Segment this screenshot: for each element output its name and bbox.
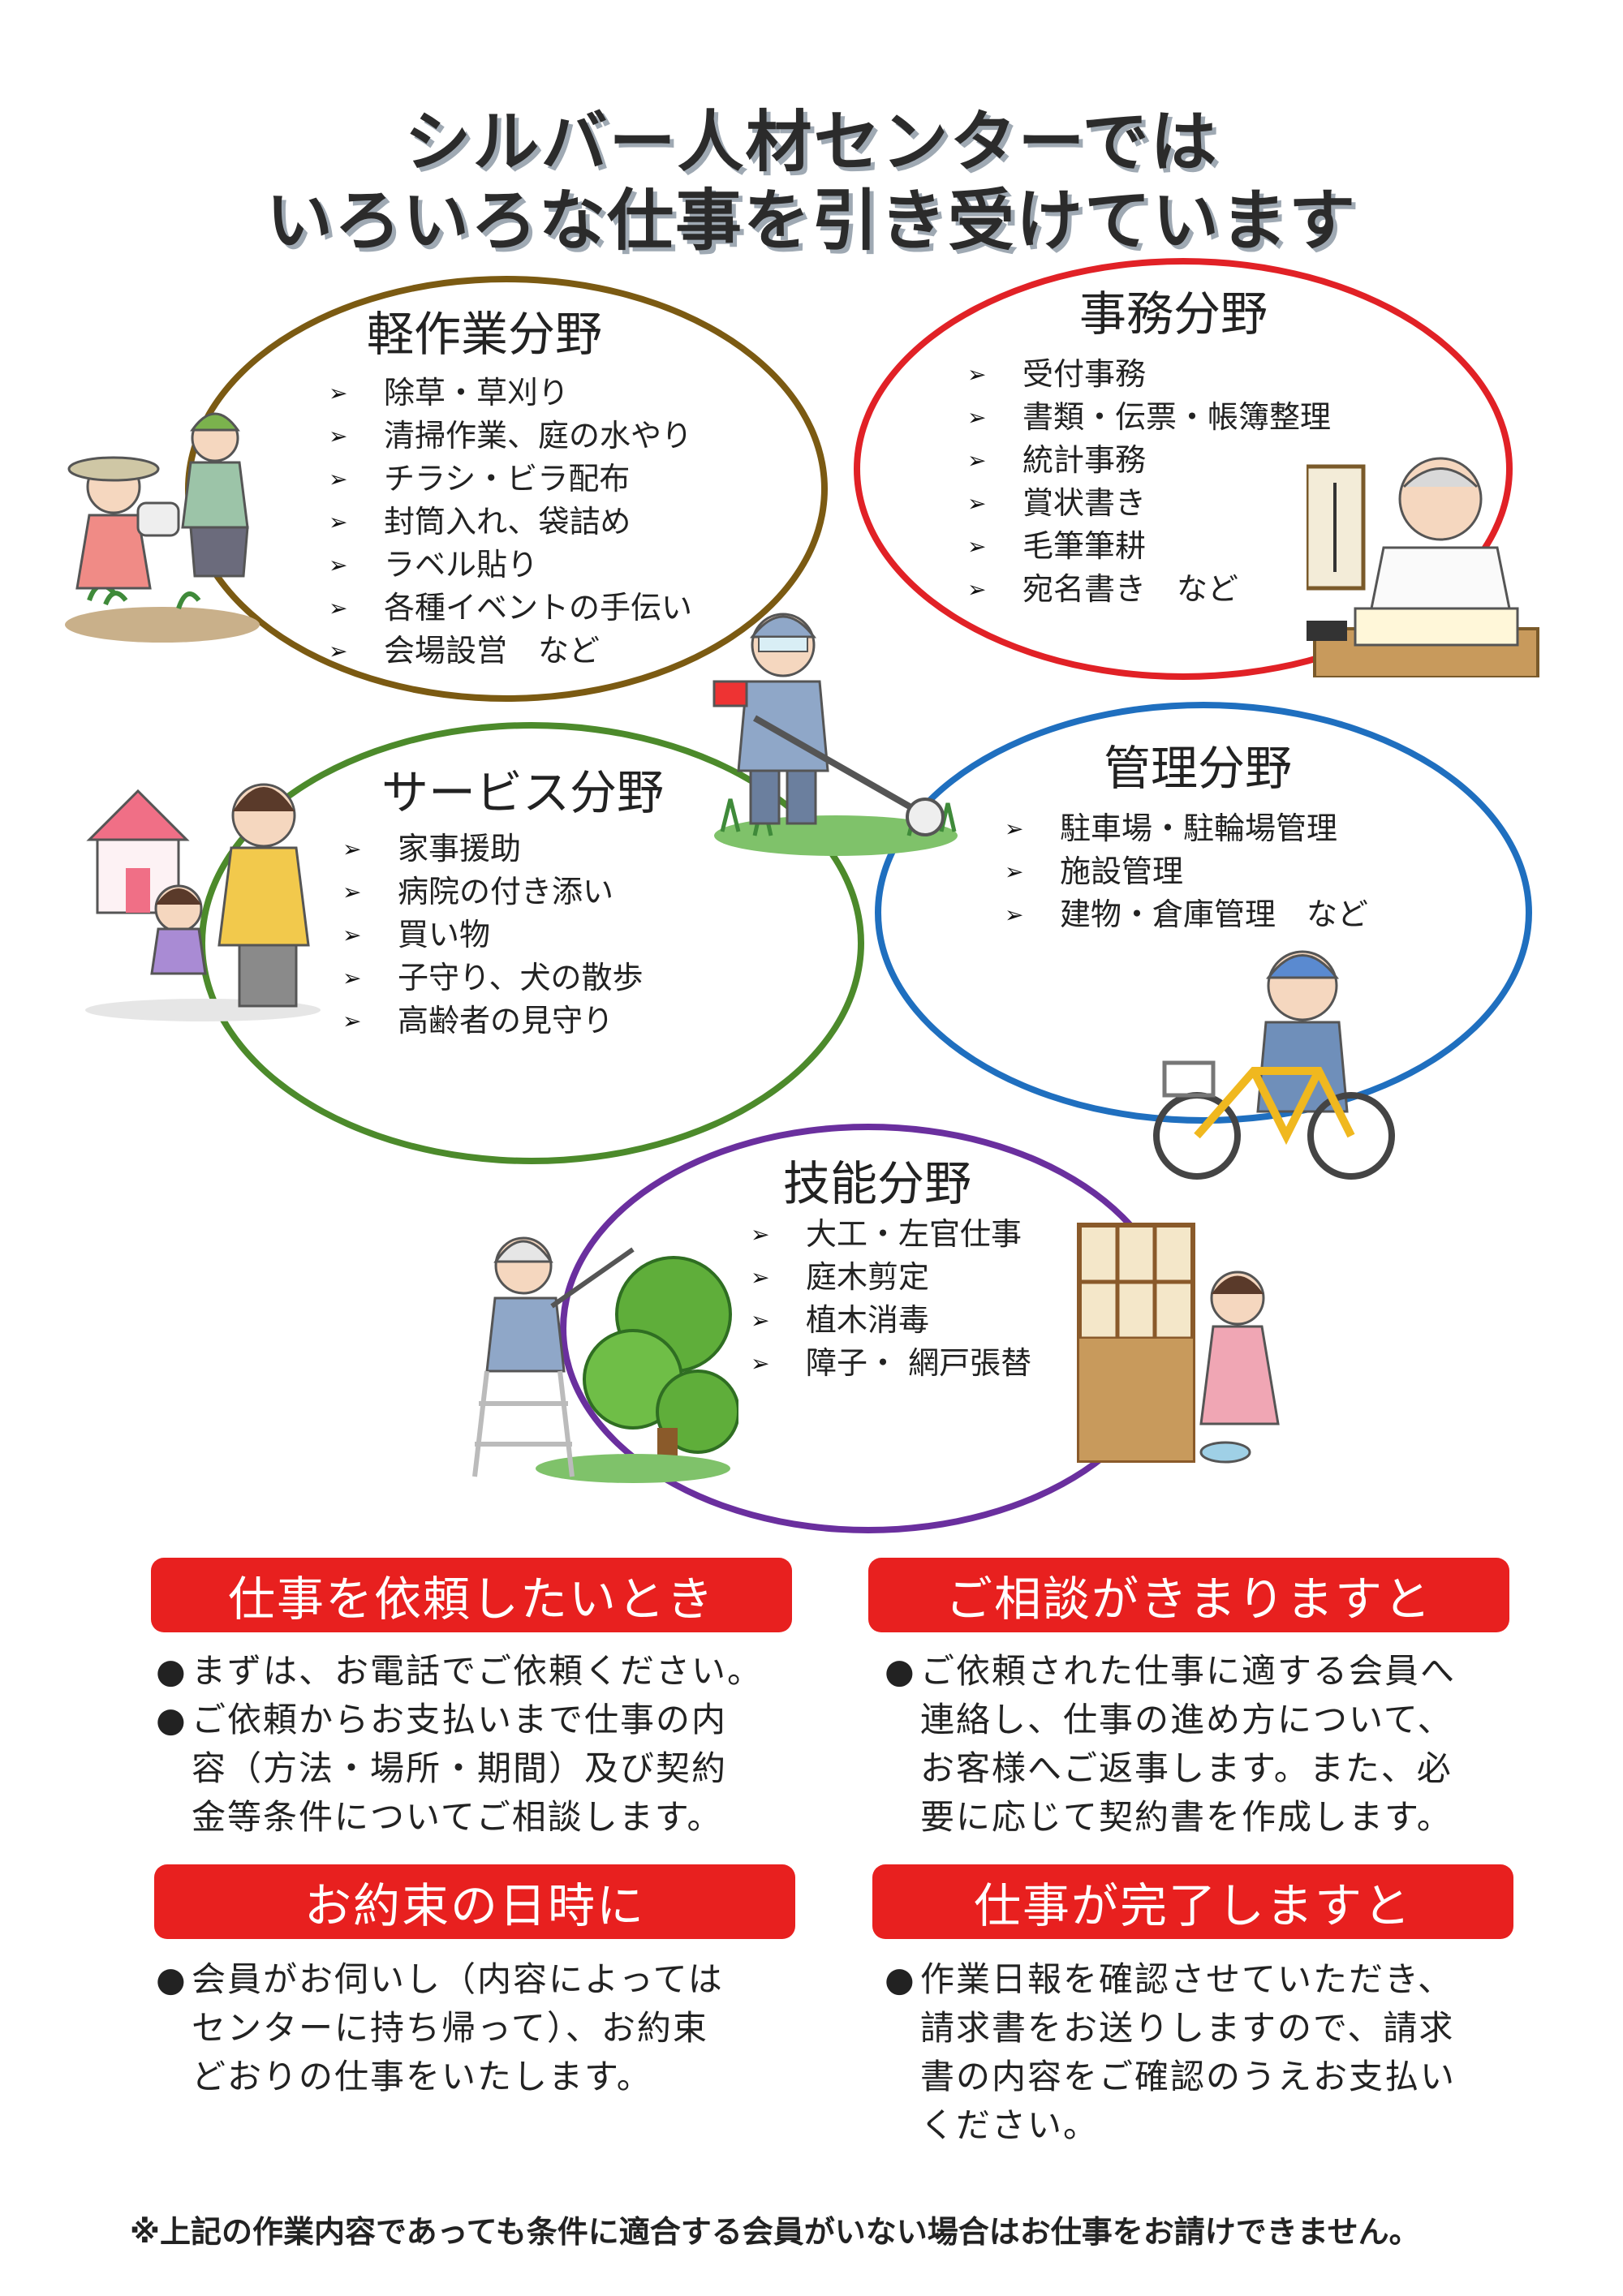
arrow-bullet-icon: ➢ [751,1307,770,1334]
skilled-work-list: ➢大工・左官仕事 ➢庭木剪定 ➢植木消毒 ➢障子・ 網戸張替 [751,1213,1031,1385]
request-work-header: 仕事を依頼したいとき [151,1558,792,1632]
list-item: ➢大工・左官仕事 [751,1213,1031,1256]
arrow-bullet-icon: ➢ [967,576,987,603]
list-item: ➢ラベル貼り [329,544,692,587]
list-item: ➢受付事務 [967,353,1331,396]
list-item: ➢賞状書き [967,482,1331,525]
list-item: ➢子守り、犬の散歩 [342,957,643,1000]
gardening-elders-illustration [65,412,260,643]
arrow-bullet-icon: ➢ [342,1008,362,1034]
bullet-icon: ● [156,1959,187,1999]
arrow-bullet-icon: ➢ [342,836,362,862]
list-item: ➢チラシ・ビラ配布 [329,458,692,501]
list-item: ➢毛筆筆耕 [967,525,1331,568]
list-item: ➢各種イベントの手伝い [329,587,692,630]
arrow-bullet-icon: ➢ [1005,815,1024,842]
page-title-line1: シルバー人材センターでは [404,104,1219,181]
arrow-bullet-icon: ➢ [751,1264,770,1291]
housework-elder-child-illustration [85,783,321,1021]
list-item: ➢書類・伝票・帳簿整理 [967,396,1331,439]
list-item: ➢病院の付き添い [342,871,643,914]
bullet-icon: ● [885,1959,916,1999]
arrow-bullet-icon: ➢ [329,466,348,492]
list-item: ➢統計事務 [967,439,1331,482]
light-work-list: ➢除草・草刈り ➢清掃作業、庭の水やり ➢チラシ・ビラ配布 ➢封筒入れ、袋詰め … [329,372,692,673]
list-item: ➢除草・草刈り [329,372,692,415]
bullet-icon: ● [156,1651,187,1691]
management-work-title: 管理分野 [1104,741,1293,796]
list-item: ➢庭木剪定 [751,1256,1031,1299]
list-item: ➢封筒入れ、袋詰め [329,501,692,544]
list-item: ➢建物・倉庫管理 など [1005,893,1368,936]
consultation-decided-text: ●ご依頼された仕事に適する会員へ 連絡し、仕事の進め方について、 お客様へご返事… [885,1647,1456,1842]
bullet-icon: ● [156,1700,187,1739]
office-work-ring [854,258,1513,680]
list-item: ➢高齢者の見守り [342,1000,643,1043]
list-item: ➢清掃作業、庭の水やり [329,415,692,458]
office-work-list: ➢受付事務 ➢書類・伝票・帳簿整理 ➢統計事務 ➢賞状書き ➢毛筆筆耕 ➢宛名書… [967,353,1331,611]
work-completed-header: 仕事が完了しますと [872,1864,1513,1939]
arrow-bullet-icon: ➢ [342,965,362,991]
footnote: ※上記の作業内容であっても条件に適合する会員がいない場合はお仕事をお請けできませ… [130,2214,1420,2250]
arrow-bullet-icon: ➢ [967,447,987,474]
list-item: ➢家事援助 [342,828,643,871]
arrow-bullet-icon: ➢ [342,922,362,948]
grass-cutter-illustration [712,613,958,856]
arrow-bullet-icon: ➢ [1005,901,1024,928]
arrow-bullet-icon: ➢ [1005,858,1024,885]
management-work-list: ➢駐車場・駐輪場管理 ➢施設管理 ➢建物・倉庫管理 など [1005,807,1368,936]
calligraphy-elder-illustration [1307,457,1539,677]
request-work-text: ●まずは、お電話でご依頼ください。 ●ご依頼からお支払いまで仕事の内 容（方法・… [156,1647,763,1842]
arrow-bullet-icon: ➢ [329,595,348,621]
appointment-day-header: お約束の日時に [154,1864,795,1939]
list-item: ➢会場設営 など [329,630,692,673]
arrow-bullet-icon: ➢ [751,1350,770,1377]
bullet-icon: ● [885,1651,916,1691]
work-completed-text: ●作業日報を確認させていただき、 請求書をお送りしますので、請求 書の内容をご確… [885,1955,1456,2150]
service-work-list: ➢家事援助 ➢病院の付き添い ➢買い物 ➢子守り、犬の散歩 ➢高齢者の見守り [342,828,643,1043]
arrow-bullet-icon: ➢ [751,1221,770,1248]
arrow-bullet-icon: ➢ [329,638,348,664]
page-title-line2: いろいろな仕事を引き受けています [265,183,1357,260]
list-item: ➢施設管理 [1005,850,1368,893]
arrow-bullet-icon: ➢ [329,552,348,578]
arrow-bullet-icon: ➢ [967,361,987,388]
list-item: ➢駐車場・駐輪場管理 [1005,807,1368,850]
arrow-bullet-icon: ➢ [329,423,348,449]
consultation-decided-header: ご相談がきまりますと [868,1558,1509,1632]
office-work-title: 事務分野 [1079,286,1268,342]
shoji-repair-illustration [1077,1223,1280,1464]
management-work-ring [875,702,1532,1124]
list-item: ➢宛名書き など [967,568,1331,611]
list-item: ➢買い物 [342,914,643,957]
parking-attendant-bicycle-illustration [1153,950,1395,1180]
list-item: ➢障子・ 網戸張替 [751,1342,1031,1385]
arrow-bullet-icon: ➢ [967,404,987,431]
skilled-work-title: 技能分野 [783,1156,972,1211]
service-work-title: サービス分野 [381,765,665,820]
tree-pruning-illustration [472,1236,738,1483]
arrow-bullet-icon: ➢ [329,380,348,406]
arrow-bullet-icon: ➢ [967,490,987,517]
appointment-day-text: ●会員がお伺いし（内容によっては センターに持ち帰って）、お約束 どおりの仕事を… [156,1955,724,2101]
arrow-bullet-icon: ➢ [342,879,362,905]
arrow-bullet-icon: ➢ [967,533,987,560]
arrow-bullet-icon: ➢ [329,509,348,535]
list-item: ➢植木消毒 [751,1299,1031,1342]
light-work-title: 軽作業分野 [367,307,603,362]
